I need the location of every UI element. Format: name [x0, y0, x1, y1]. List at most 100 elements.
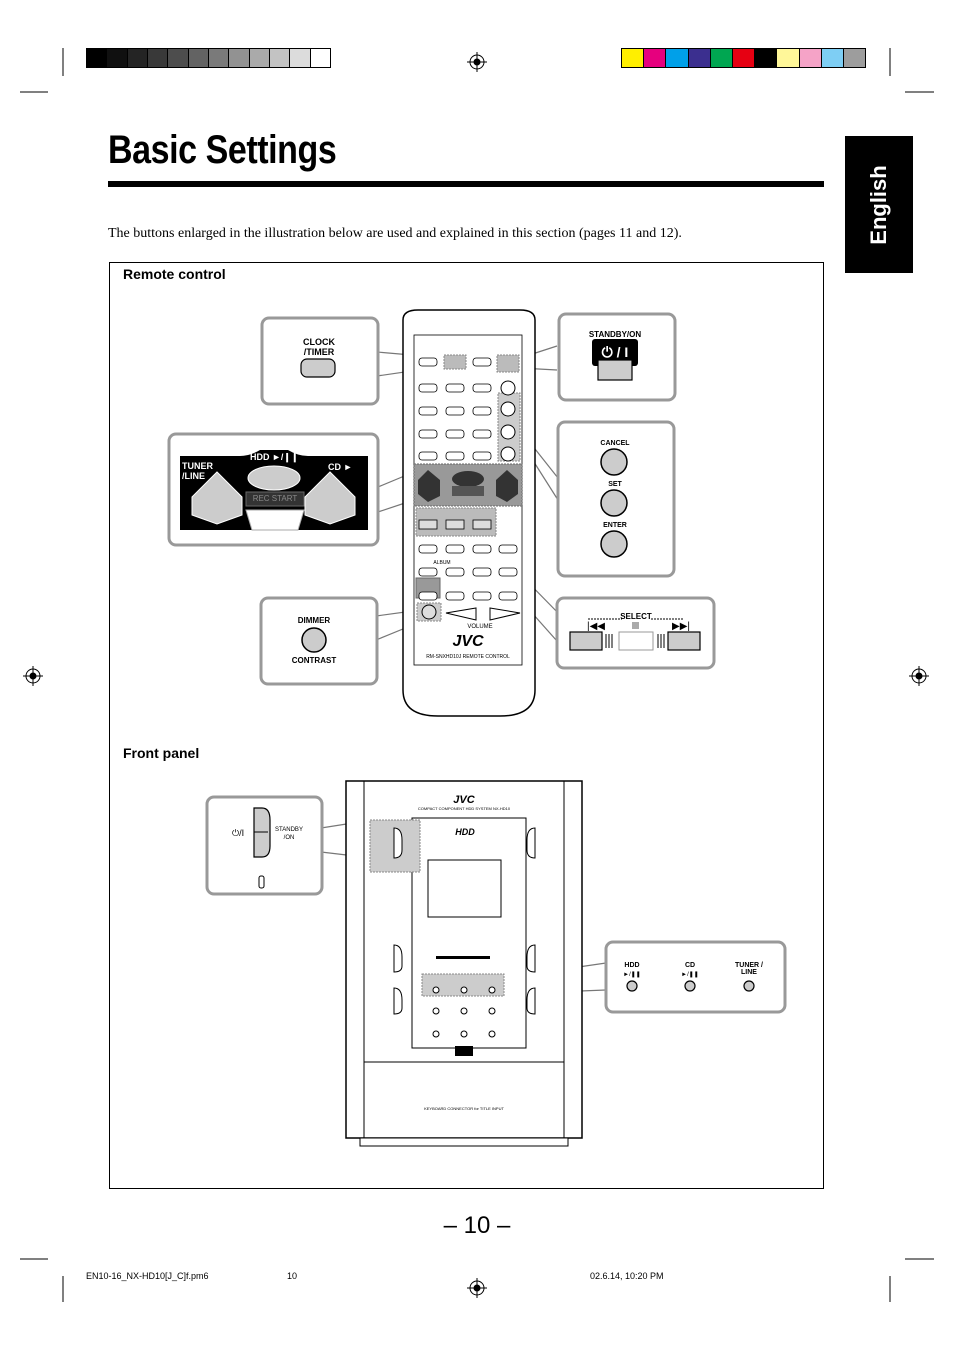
display-screen: [427, 859, 502, 918]
page-title: Basic Settings: [108, 128, 337, 172]
enter-label: ENTER: [603, 522, 627, 529]
select-prev-button: [569, 631, 603, 651]
intro-text: The buttons enlarged in the illustration…: [108, 226, 682, 241]
keyboard-connector-label: KEYBOARD CONNECTOR for TITLE INPUT: [424, 1106, 504, 1111]
calibration-swatch: [820, 49, 843, 67]
registration-mark-left: [23, 666, 43, 686]
remote-keypad-button: [445, 451, 465, 461]
calibration-swatch: [798, 49, 821, 67]
standby-button-frame: [592, 339, 638, 366]
remote-keypad-button: [445, 567, 465, 577]
remote-keypad-button: [472, 383, 492, 393]
remote-keypad-button: [418, 591, 438, 601]
remote-album-label: ALBUM: [433, 560, 450, 566]
remote-keypad-button: [445, 544, 465, 554]
cd-button: [304, 471, 356, 525]
remote-keypad-button: [472, 567, 492, 577]
remote-apoff-button: [418, 357, 438, 367]
calibration-swatch: [207, 49, 229, 67]
registration-mark-top: [467, 52, 487, 72]
calibration-swatch: [126, 49, 147, 67]
remote-volume-label: VOLUME: [467, 624, 492, 630]
unit-brand: JVC: [453, 794, 475, 806]
cancel-label: CANCEL: [600, 440, 630, 447]
remote-heading: Remote control: [123, 266, 226, 282]
select-next-button: [667, 631, 701, 651]
front-cd-label: CD: [684, 962, 696, 969]
remote-keypad-button: [418, 406, 438, 416]
remote-select-button: [445, 519, 465, 530]
illustration-frame: [109, 262, 824, 1189]
enter-button: [600, 530, 628, 558]
calibration-swatch: [687, 49, 710, 67]
standby-on-label: STANDBY/ON: [588, 330, 642, 339]
svg-text:►/❚❚: ►/❚❚: [681, 971, 699, 978]
remote-keypad-button: [418, 383, 438, 393]
remote-model: RM-SNXHD10J REMOTE CONTROL: [426, 654, 510, 660]
remote-keypad-button: [498, 567, 518, 577]
front-hdd-button: [626, 980, 638, 992]
clock-timer-highlight: [443, 354, 467, 370]
set-button: [600, 489, 628, 517]
remote-sleep-button: [472, 357, 492, 367]
calibration-swatch: [842, 49, 866, 67]
calibration-swatch: [709, 49, 732, 67]
color-calibration-bar: [621, 48, 866, 68]
calibration-swatch: [268, 49, 290, 67]
clock-timer-label: CLOCK /TIMER: [303, 337, 335, 357]
svg-text:⏻ / I: ⏻ / I: [602, 344, 629, 360]
footer-file: EN10-16_NX-HD10[J_C]f.pm6: [86, 1271, 209, 1281]
calibration-swatch: [146, 49, 168, 67]
remote-keypad-button: [498, 591, 518, 601]
footer-page: 10: [287, 1271, 298, 1281]
standby-button: [597, 359, 633, 381]
front-cd-button: [684, 980, 696, 992]
remote-keypad-button: [418, 451, 438, 461]
remote-select-button: [418, 519, 438, 530]
remote-keypad-button: [472, 429, 492, 439]
page-number: – 10 –: [443, 1212, 511, 1239]
rec-start-label: REC START: [252, 494, 298, 503]
front-heading: Front panel: [123, 745, 200, 761]
select-stop-button: [618, 631, 654, 651]
front-standby-label: STANDBY /ON: [275, 827, 303, 841]
hdd-button: [247, 465, 301, 491]
calibration-swatch: [731, 49, 755, 67]
cd-label: CD ►: [328, 462, 353, 472]
gray-calibration-bar: [86, 48, 331, 68]
front-hdd-label: HDD: [624, 962, 640, 969]
remote-keypad-button: [445, 429, 465, 439]
hdd-label: HDD ►/❙❙: [250, 452, 299, 462]
calibration-swatch: [754, 49, 777, 67]
remote-select-button: [472, 519, 492, 530]
remote-keypad-button: [472, 406, 492, 416]
standby-highlight: [496, 354, 520, 373]
calibration-swatch: [309, 49, 330, 67]
remote-keypad-button: [445, 406, 465, 416]
calibration-swatch: [665, 49, 688, 67]
remote-keypad-button: [418, 429, 438, 439]
language-tab: English: [845, 136, 913, 273]
calibration-swatch: [167, 49, 188, 67]
contrast-label: CONTRAST: [291, 656, 337, 665]
select-label: SELECT: [620, 612, 652, 621]
remote-keypad-button: [472, 451, 492, 461]
registration-mark-bottom: [467, 1278, 487, 1298]
front-tuner-line-label: TUNER / LINE: [735, 962, 763, 976]
calibration-swatch: [643, 49, 666, 67]
remote-brand: JVC: [452, 633, 484, 650]
svg-text:HDD: HDD: [455, 827, 475, 837]
svg-text:|◀◀: |◀◀: [587, 621, 605, 632]
remote-keypad-button: [445, 591, 465, 601]
tuner-line-label: TUNER /LINE: [182, 461, 213, 481]
set-label: SET: [608, 481, 622, 488]
calibration-swatch: [248, 49, 269, 67]
tuner-line-button: [191, 471, 243, 525]
calibration-swatch: [776, 49, 799, 67]
footer-timestamp: 02.6.14, 10:20 PM: [590, 1271, 664, 1281]
remote-keypad-button: [418, 544, 438, 554]
remote-keypad-button: [472, 591, 492, 601]
